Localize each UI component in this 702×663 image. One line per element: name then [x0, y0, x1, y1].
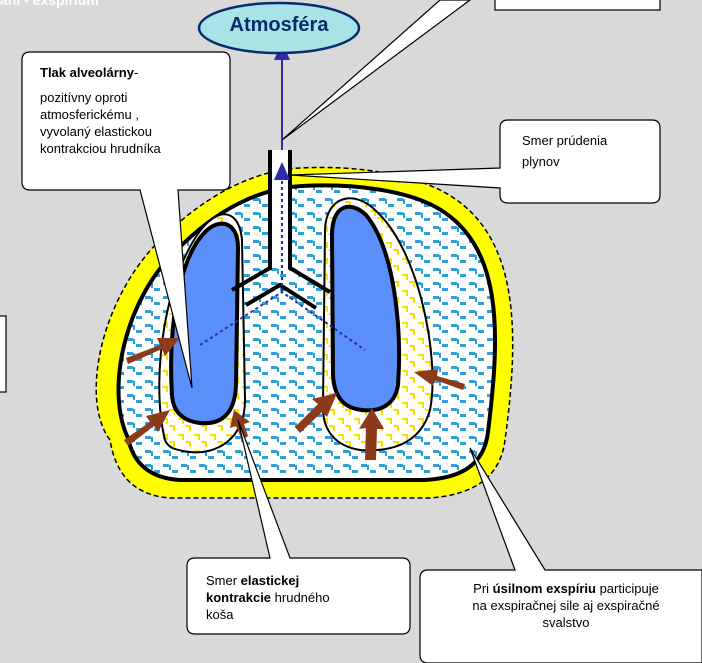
alveolar-pressure-text: Tlak alveolárny- pozitívny oproti atmosf… [40, 64, 225, 157]
flow-line-2: plynov [522, 153, 652, 170]
left-edge-box [0, 316, 6, 392]
forced-line-2: na exspiračnej sile aj exspiračné [432, 597, 700, 614]
atmosphere-label: Atmosféra [199, 14, 359, 37]
elastic-prefix: Smer [206, 573, 241, 588]
elastic-bold-2: kontrakcie [206, 590, 271, 605]
alveolar-dash: - [134, 65, 138, 80]
flow-direction-text: Smer prúdenia plynov [522, 132, 652, 170]
callout-top-right-box [495, 0, 660, 10]
elastic-line-3: koša [206, 606, 406, 623]
alveolar-line-3: vyvolaný elastickou [40, 123, 225, 140]
page-title-fragment: áni - exspírium [0, 0, 99, 8]
alveolar-line-1: pozitívny oproti [40, 89, 225, 106]
forced-prefix: Pri [473, 581, 493, 596]
elastic-rest: hrudného [271, 590, 330, 605]
alveolar-line-2: atmosferickému , [40, 106, 225, 123]
flow-line-1: Smer prúdenia [522, 132, 652, 149]
forced-line-3: svalstvo [432, 614, 700, 631]
elastic-bold-1: elastickej [241, 573, 300, 588]
elastic-contraction-text: Smer elastickej kontrakcie hrudného koša [206, 572, 406, 623]
forced-expiration-text: Pri úsilnom exspíriu participuje na exsp… [432, 580, 700, 631]
trachea-fill [272, 150, 288, 268]
alveolar-title: Tlak alveolárny [40, 65, 134, 80]
alveolar-line-4: kontrakciou hrudníka [40, 140, 225, 157]
forced-bold: úsilnom exspíriu [493, 581, 596, 596]
forced-rest: participuje [596, 581, 659, 596]
